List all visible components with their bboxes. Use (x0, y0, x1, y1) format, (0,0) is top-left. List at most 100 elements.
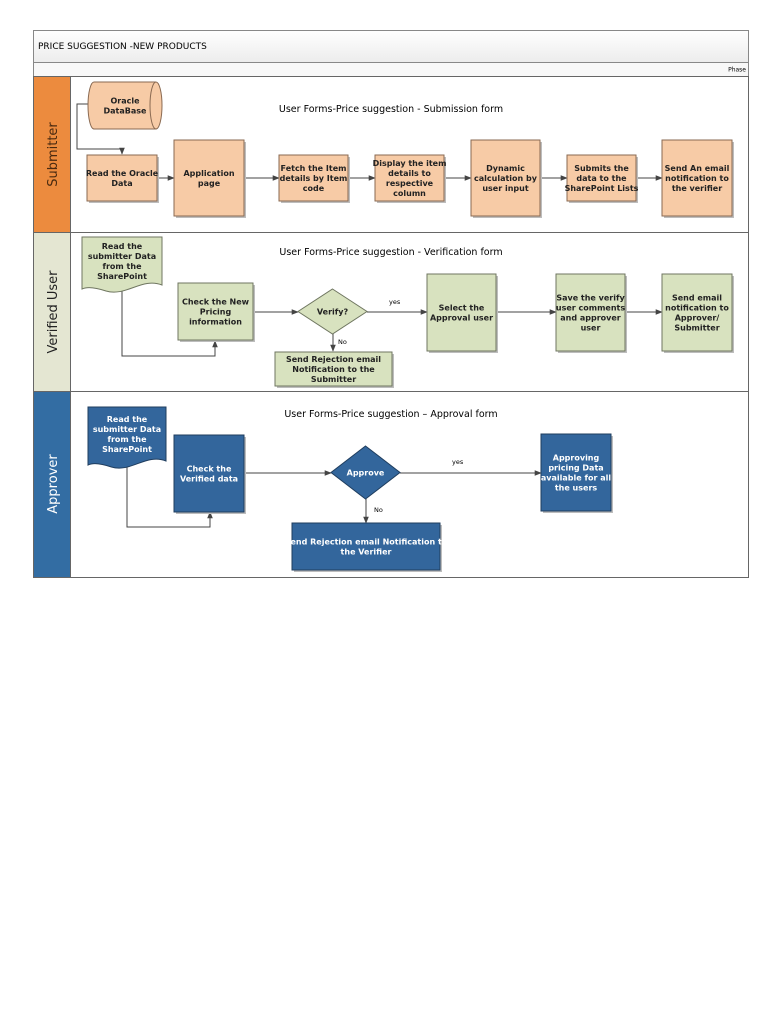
database-shape (87, 81, 163, 130)
process-shape (173, 139, 245, 217)
process-shape (555, 273, 626, 352)
node-label-line: Verify? (317, 308, 349, 317)
node-label-line: pricing Data (548, 464, 603, 473)
node-label-line: submitter Data (93, 425, 161, 434)
node-verify-decision: Verify? (297, 288, 368, 335)
node-label-line: DataBase (104, 107, 148, 116)
process-shape (426, 273, 497, 352)
node-label-line: Verified data (180, 475, 238, 484)
node-label-line: Send Rejection email (286, 355, 381, 364)
node-label-line: notification to (665, 304, 729, 313)
node-label-line: Send email (672, 294, 722, 303)
node-label-line: details by Item (280, 174, 348, 183)
node-label-line: Read the Oracle (86, 169, 159, 178)
node-label-line: respective (386, 179, 434, 188)
document-shape (81, 236, 163, 293)
phase-bar (33, 62, 749, 77)
node-label-line: Check the New (182, 298, 250, 307)
process-shape (177, 282, 254, 341)
node-label-line: page (198, 179, 221, 188)
phase-label: Phase (728, 67, 746, 74)
node-label-line: Send An email (665, 164, 730, 173)
node-label-line: Approver/ (675, 314, 720, 323)
node-label-line: Check the (187, 465, 232, 474)
process-shape (291, 522, 441, 571)
lane-verified-user: Verified User (34, 233, 748, 392)
node-label-line: Submitter (311, 375, 356, 384)
lane-approver-label: Approver (46, 454, 61, 514)
node-label-line: Data (111, 179, 132, 188)
node-label-line: Read the (102, 242, 143, 251)
node-label-line: the users (555, 484, 598, 493)
node-label-line: and approver (560, 314, 621, 323)
node-label-line: Fetch the Item (281, 164, 347, 173)
process-shape (470, 139, 541, 217)
node-label-line: Oracle (110, 97, 140, 106)
approve-yes-label: yes (452, 458, 464, 466)
node-label-line: Pricing (200, 308, 232, 317)
node-label-line: calculation by (474, 174, 538, 183)
node-label-line: SharePoint Lists (565, 184, 639, 193)
diagram-header (33, 30, 749, 63)
approval-form-title: User Forms-Price suggestion – Approval f… (284, 409, 497, 420)
node-label-line: available for all (541, 474, 611, 483)
node-label-line: from the (108, 435, 148, 444)
diagram-title: PRICE SUGGESTION -NEW PRODUCTS (38, 42, 207, 52)
node-label-line: Submitter (674, 324, 719, 333)
node-label: Approve (347, 469, 385, 478)
verification-form-title: User Forms-Price suggestion - Verificati… (279, 247, 502, 258)
node-label-line: code (303, 184, 325, 193)
node-label-line: user input (482, 184, 528, 193)
node-label-line: Select the (439, 304, 485, 313)
process-shape (274, 351, 393, 387)
node-label-line: SharePoint (102, 445, 152, 454)
process-shape (661, 139, 733, 217)
process-shape (86, 154, 158, 202)
node-label-line: submitter Data (88, 252, 156, 261)
node-label-line: Application (183, 169, 234, 178)
verify-yes-label: yes (389, 298, 401, 306)
approve-no-label: No (374, 506, 383, 514)
decision-shape (330, 445, 401, 500)
edge-readv-to-check (121, 290, 218, 357)
node-label-line: Approval user (430, 314, 493, 323)
node-label-line: SharePoint (97, 272, 147, 281)
process-shape (661, 273, 733, 352)
node-label-line: Display the item (373, 159, 447, 168)
diagram-border (33, 76, 749, 578)
node-label-line: notification to (665, 174, 729, 183)
lane-submitter-header (34, 77, 70, 232)
node-label-line: user (581, 324, 601, 333)
